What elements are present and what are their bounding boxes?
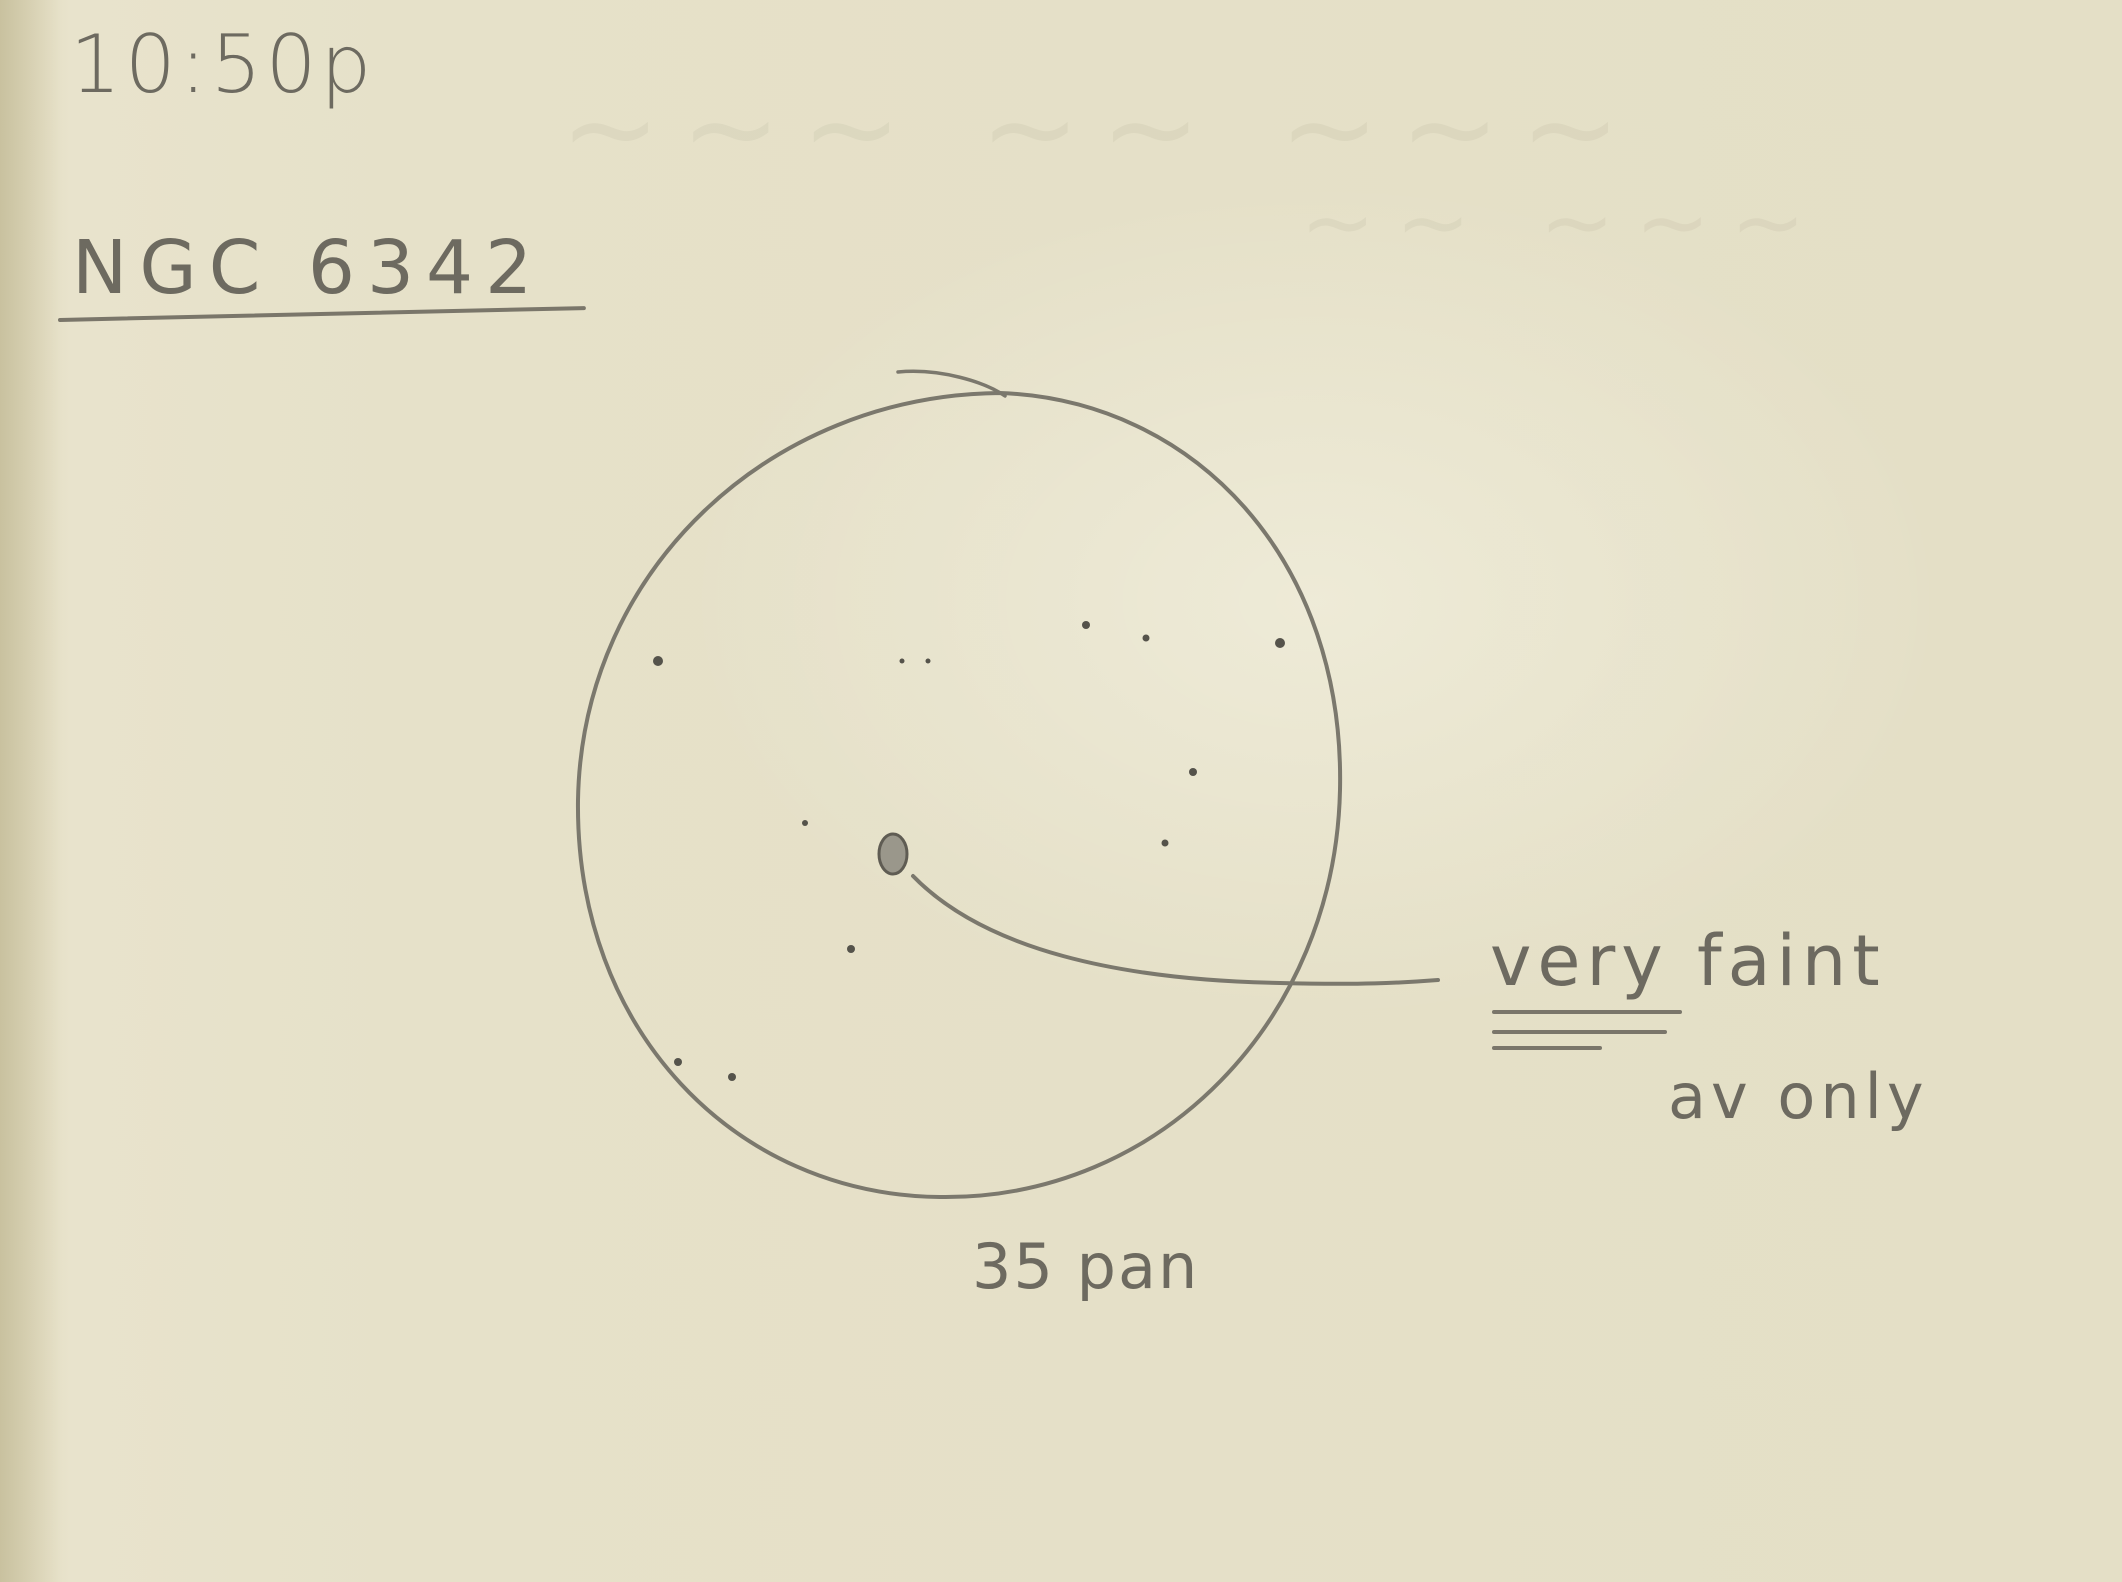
annotation-leader-line (911, 874, 1440, 986)
annotation-underline (1492, 1046, 1602, 1050)
field-star (1275, 638, 1285, 648)
annotation-very-faint: very faint (1490, 920, 1886, 1002)
object-title: NGC 6342 (72, 225, 545, 311)
field-star (1142, 634, 1150, 642)
field-star (1082, 621, 1090, 629)
annotation-underline (1492, 1030, 1667, 1034)
annotation-underline (1492, 1010, 1682, 1014)
annotation-av-only: av only (1668, 1060, 1929, 1133)
field-star (728, 1073, 736, 1081)
field-star (802, 820, 808, 826)
field-star (653, 656, 663, 666)
field-star (674, 1058, 682, 1066)
field-star (925, 658, 931, 664)
bleed-through-smudge: ~~ ~~~ (1300, 170, 1826, 275)
field-star (899, 658, 905, 664)
cluster-core-mark (877, 832, 909, 876)
field-star (1161, 839, 1169, 847)
field-star (1189, 768, 1197, 776)
circle-overlap-stroke (896, 369, 1007, 398)
field-star (847, 945, 855, 953)
eyepiece-label: 35 pan (972, 1230, 1200, 1303)
page-binding-shadow (0, 0, 60, 1582)
bleed-through-smudge: ~~~ ~~ ~~~ (560, 60, 1641, 199)
field-of-view-circle (575, 391, 1343, 1200)
observation-time: 10:50p (70, 18, 376, 111)
